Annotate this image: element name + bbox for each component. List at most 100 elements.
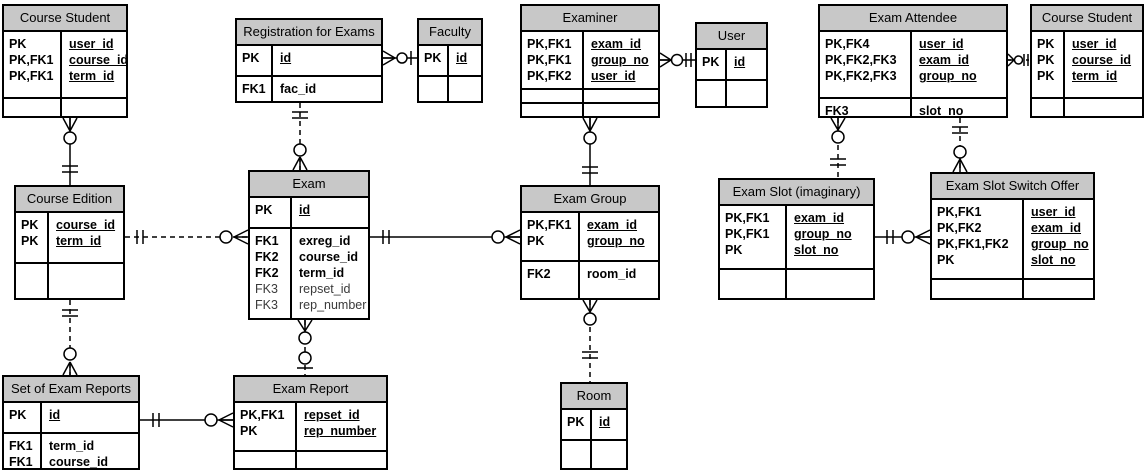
rel-examiner-user bbox=[659, 52, 695, 68]
key-label: PK,FK2 bbox=[527, 69, 572, 83]
attribute-name: group_no bbox=[919, 69, 977, 83]
attribute-name: group_no bbox=[794, 227, 852, 241]
entity-title: Exam Slot (imaginary) bbox=[720, 180, 873, 206]
key-label: PK bbox=[21, 218, 39, 232]
rel-set-of-exam-reports-exam-report bbox=[140, 412, 234, 428]
key-label: FK2 bbox=[255, 250, 279, 264]
attribute-name: exam_id bbox=[587, 218, 638, 232]
entity-title: Exam bbox=[250, 172, 368, 198]
entity-section bbox=[235, 450, 386, 468]
key-label: PK,FK2 bbox=[937, 221, 982, 235]
key-label: PK bbox=[242, 51, 260, 65]
key-label: PK,FK4 bbox=[825, 37, 870, 51]
attribute-name: rep_number bbox=[304, 424, 377, 438]
key-label: PK,FK1 bbox=[937, 205, 982, 219]
key-label: FK2 bbox=[527, 267, 551, 281]
attribute-name: id bbox=[49, 408, 61, 422]
entity-section bbox=[562, 439, 626, 468]
attribute-name: room_id bbox=[587, 267, 637, 281]
attribute-name: course_id bbox=[56, 218, 116, 232]
attribute-name: repset_id bbox=[299, 282, 351, 296]
attribute-name: user_id bbox=[919, 37, 964, 51]
key-label: PK bbox=[725, 243, 743, 257]
attribute-name: user_id bbox=[69, 37, 114, 51]
attribute-name: course_id bbox=[69, 53, 126, 67]
attribute-name: course_id bbox=[299, 250, 359, 264]
entity-section bbox=[1032, 97, 1142, 116]
rel-exam-group-room bbox=[582, 299, 598, 382]
entity-title: Exam Attendee bbox=[820, 6, 1006, 32]
attribute-name: exam_id bbox=[1031, 221, 1082, 235]
entity-title: User bbox=[697, 24, 766, 50]
entity-section: PK id bbox=[419, 46, 481, 75]
rel-course-edition-set-of-exam-reports bbox=[62, 300, 78, 376]
key-label: PK bbox=[567, 415, 585, 429]
attribute-name: course_id bbox=[49, 455, 109, 468]
key-label: PK bbox=[424, 51, 442, 65]
attribute-name: slot_no bbox=[1031, 253, 1076, 267]
entity-title: Set of Exam Reports bbox=[4, 377, 138, 403]
attribute-name: id bbox=[456, 51, 468, 65]
key-label: PK bbox=[527, 234, 545, 248]
entity-title: Exam Group bbox=[522, 187, 658, 213]
attribute-name: course_id bbox=[1072, 53, 1132, 67]
attribute-name: term_id bbox=[299, 266, 345, 280]
key-label: PK,FK1 bbox=[240, 408, 285, 422]
attribute-name: slot_no bbox=[794, 243, 839, 257]
attribute-name: exam_id bbox=[794, 211, 845, 225]
key-label: FK1 bbox=[9, 439, 33, 453]
attribute-name: exam_id bbox=[919, 53, 970, 67]
attribute-name: group_no bbox=[591, 53, 649, 67]
key-label: PK,FK1 bbox=[9, 53, 54, 67]
attribute-name: fac_id bbox=[280, 82, 317, 96]
rel-registration-exam bbox=[292, 103, 308, 171]
rel-course-student-course-edition bbox=[62, 117, 78, 185]
entity-title: Course Student bbox=[4, 6, 126, 32]
entity-section: FK2 room_id bbox=[522, 260, 658, 298]
entity-title: Exam Slot Switch Offer bbox=[932, 174, 1093, 200]
rel-exam-attendee-course-student bbox=[1007, 53, 1030, 67]
key-label: PK bbox=[1037, 53, 1055, 67]
attribute-name: user_id bbox=[591, 69, 636, 83]
key-label: PK bbox=[240, 424, 258, 438]
entity-title: Room bbox=[562, 384, 626, 410]
key-label: FK3 bbox=[255, 298, 278, 312]
entity-section bbox=[522, 88, 658, 102]
key-label: FK2 bbox=[255, 266, 279, 280]
key-label: PK,FK1 bbox=[9, 69, 54, 83]
attribute-name: user_id bbox=[1072, 37, 1117, 51]
rel-course-edition-exam bbox=[125, 229, 249, 245]
entity-section bbox=[932, 278, 1093, 298]
key-label: FK3 bbox=[255, 282, 278, 296]
attribute-name: group_no bbox=[587, 234, 645, 248]
attribute-name: exam_id bbox=[591, 37, 642, 51]
rel-registration-faculty bbox=[382, 50, 417, 66]
